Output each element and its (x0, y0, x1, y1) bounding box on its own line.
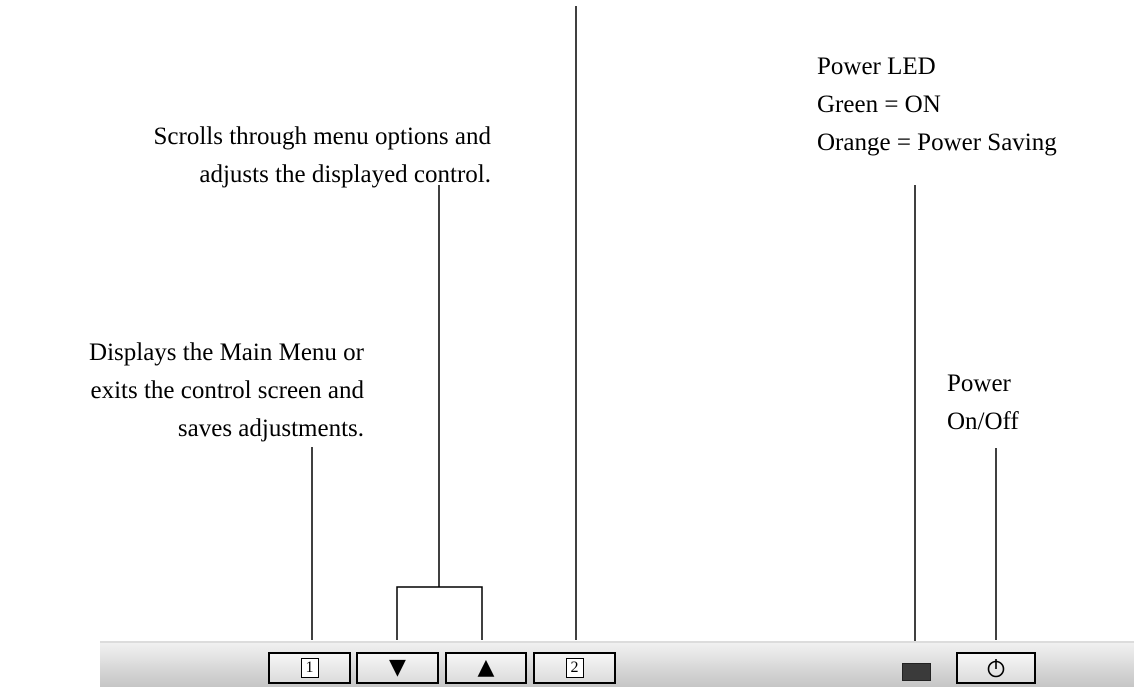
up-arrow-icon: ▲ (477, 655, 495, 680)
power-description-line-2: On/Off (947, 408, 1019, 435)
bezel-top-edge (100, 641, 1134, 643)
menu-button-description: Displays the Main Menu or exits the cont… (89, 334, 364, 448)
button-1-label: 1 (300, 658, 319, 678)
power-led-green: Green = ON (817, 91, 941, 118)
menu-description-line-3: saves adjustments. (177, 415, 364, 442)
button-1[interactable]: 1 (268, 652, 351, 684)
scroll-description-line-2: adjusts the displayed control. (199, 161, 491, 188)
power-button[interactable] (956, 652, 1036, 684)
up-button[interactable]: ▲ (445, 652, 527, 684)
menu-description-line-2: exits the control screen and (90, 377, 364, 404)
down-button[interactable]: ▼ (356, 652, 439, 684)
scroll-description-line-1: Scrolls through menu options and (153, 123, 491, 150)
button-2[interactable]: 2 (533, 652, 616, 684)
power-led-orange: Orange = Power Saving (817, 129, 1057, 156)
power-led-indicator (902, 663, 931, 681)
power-led-title: Power LED (817, 53, 936, 80)
power-led-description: Power LED Green = ON Orange = Power Savi… (817, 48, 1057, 162)
scroll-description: Scrolls through menu options and adjusts… (154, 118, 491, 194)
button-2-label: 2 (565, 658, 584, 678)
power-description-line-1: Power (947, 370, 1011, 397)
power-button-description: Power On/Off (947, 365, 1019, 441)
power-icon (987, 659, 1005, 678)
menu-description-line-1: Displays the Main Menu or (89, 339, 364, 366)
callout-bracket-scroll (396, 586, 483, 640)
down-arrow-icon: ▼ (389, 655, 406, 680)
